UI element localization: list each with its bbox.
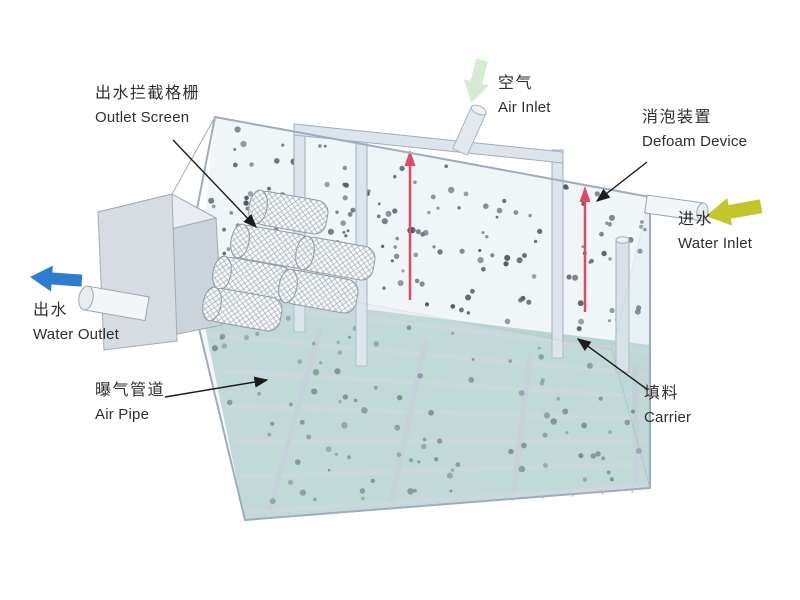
label-air-pipe: 曝气管道 Air Pipe: [95, 382, 166, 423]
chamber-back-edge: [171, 116, 216, 195]
screen-cylinder: [230, 223, 311, 269]
water-inlet-arrow: [706, 198, 763, 226]
air-pipe-grid: [203, 297, 650, 517]
label-air-inlet: 空气 Air Inlet: [498, 75, 551, 116]
label-defoam-device: 消泡装置 Defoam Device: [642, 109, 748, 150]
carrier-dots-submerged: [212, 315, 642, 505]
label-carrier-en: Carrier: [644, 409, 692, 426]
water-outlet-pipe: [78, 285, 150, 322]
defoam-device-1: [404, 150, 416, 300]
water-outlet-arrow: [30, 265, 83, 292]
label-defoam-device-zh: 消泡装置: [642, 109, 713, 126]
air-inlet-arrow: [463, 58, 490, 103]
screen-cylinder: [295, 235, 376, 281]
label-outlet-screen: 出水拦截格栅 Outlet Screen: [95, 85, 201, 126]
label-carrier-zh: 填料: [644, 385, 680, 402]
label-water-outlet-en: Water Outlet: [33, 326, 120, 343]
label-air-inlet-en: Air Inlet: [498, 99, 551, 116]
label-outlet-screen-zh: 出水拦截格栅: [95, 85, 201, 102]
screen-cylinder: [202, 286, 283, 332]
label-water-inlet: 进水 Water Inlet: [678, 211, 753, 252]
pointer-outlet-screen: [172, 139, 257, 229]
defoam-device-2: [579, 186, 591, 312]
air-inlet-pipe: [452, 104, 487, 156]
label-air-pipe-zh: 曝气管道: [95, 382, 166, 399]
defoam-rod-arrowhead: [404, 150, 416, 166]
pointer-carrier: [576, 338, 649, 391]
defoam-rod-arrowhead: [579, 186, 591, 202]
pointer-defoam-device: [595, 161, 648, 202]
label-outlet-screen-en: Outlet Screen: [95, 109, 190, 126]
pointer-air-pipe: [164, 376, 269, 398]
label-carrier: 填料 Carrier: [644, 385, 692, 426]
label-air-pipe-en: Air Pipe: [95, 406, 150, 423]
screen-cylinder: [248, 189, 329, 235]
submerged-area: [197, 288, 650, 520]
outlet-screen-cylinders: [202, 189, 376, 332]
label-water-outlet: 出水 Water Outlet: [33, 302, 120, 343]
label-water-outlet-zh: 出水: [33, 302, 69, 319]
pointer-arrows: [164, 139, 649, 398]
frame-post: [551, 149, 564, 359]
screen-cylinder: [278, 268, 359, 314]
label-water-inlet-en: Water Inlet: [678, 235, 753, 252]
label-water-inlet-zh: 进水: [678, 211, 714, 228]
label-air-inlet-zh: 空气: [498, 75, 534, 92]
label-defoam-device-en: Defoam Device: [642, 133, 748, 150]
water-inlet-pipe: [644, 194, 709, 222]
